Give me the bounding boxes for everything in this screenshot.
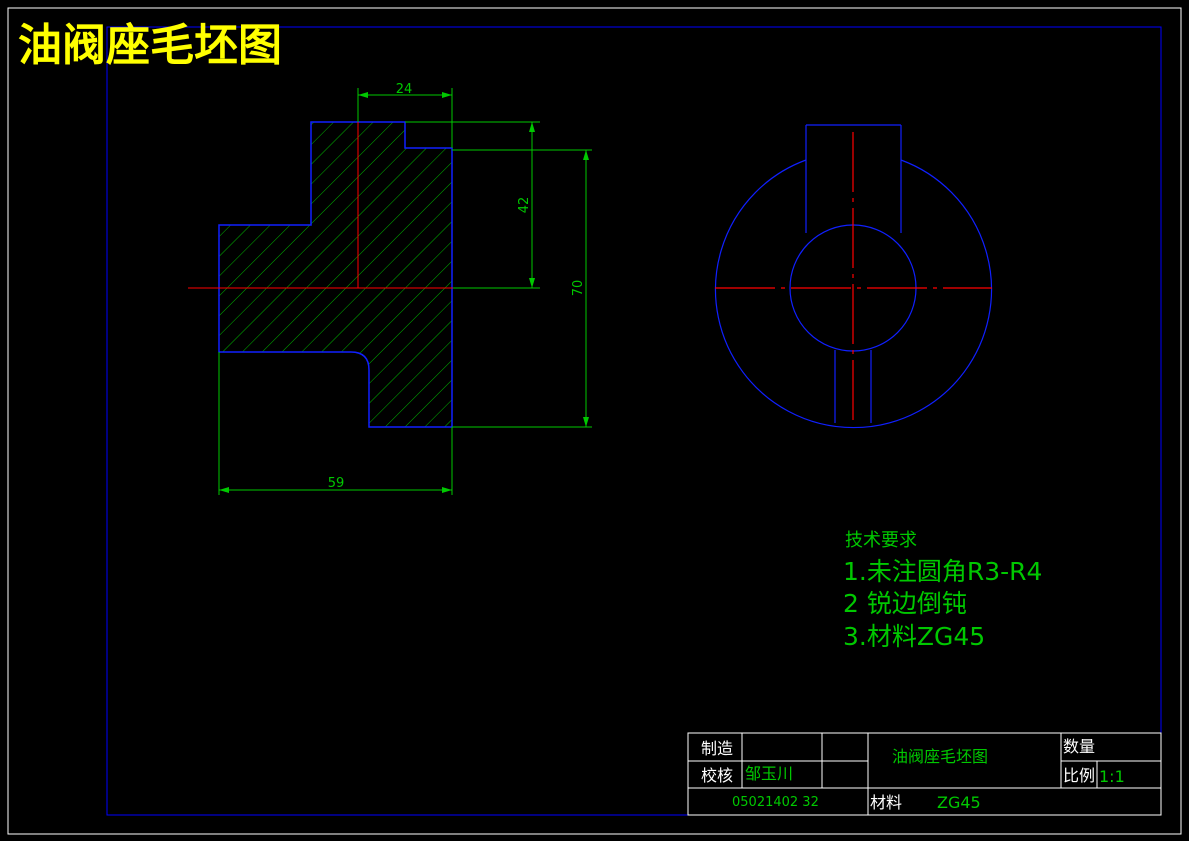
tech-heading: 技术要求 (845, 530, 917, 551)
material-label: 材料 (870, 793, 902, 812)
checker-name: 邹玉川 (745, 764, 793, 783)
tech-item-2: 2 锐边倒钝 (843, 589, 967, 618)
scale-label: 比例 (1063, 766, 1095, 785)
checked-by-label: 校核 (701, 766, 733, 785)
drawing-name: 油阀座毛坯图 (892, 747, 988, 766)
dim-total-width: 59 (328, 476, 345, 491)
dim-total-height: 70 (571, 280, 586, 297)
quantity-label: 数量 (1063, 737, 1095, 756)
material-value: ZG45 (937, 793, 981, 812)
id-number: 05021402 32 (732, 795, 819, 810)
dim-top-width: 24 (396, 82, 413, 97)
scale-value: 1:1 (1099, 767, 1125, 786)
title-block (687, 732, 1162, 816)
dim-inner-height: 42 (517, 197, 532, 214)
outer-border (7, 7, 1182, 835)
drawing-title: 油阀座毛坯图 (18, 20, 282, 71)
made-by-label: 制造 (701, 739, 733, 758)
end-view (714, 124, 993, 429)
tech-item-1: 1.未注圆角R3-R4 (843, 557, 1042, 586)
section-view (188, 121, 453, 428)
drawing-frame (106, 26, 1162, 816)
dimensions (218, 88, 592, 495)
tech-requirements: 技术要求 1.未注圆角R3-R4 2 锐边倒钝 3.材料ZG45 (843, 530, 1042, 651)
tech-item-3: 3.材料ZG45 (843, 622, 985, 651)
section-hatch-area (218, 121, 453, 428)
